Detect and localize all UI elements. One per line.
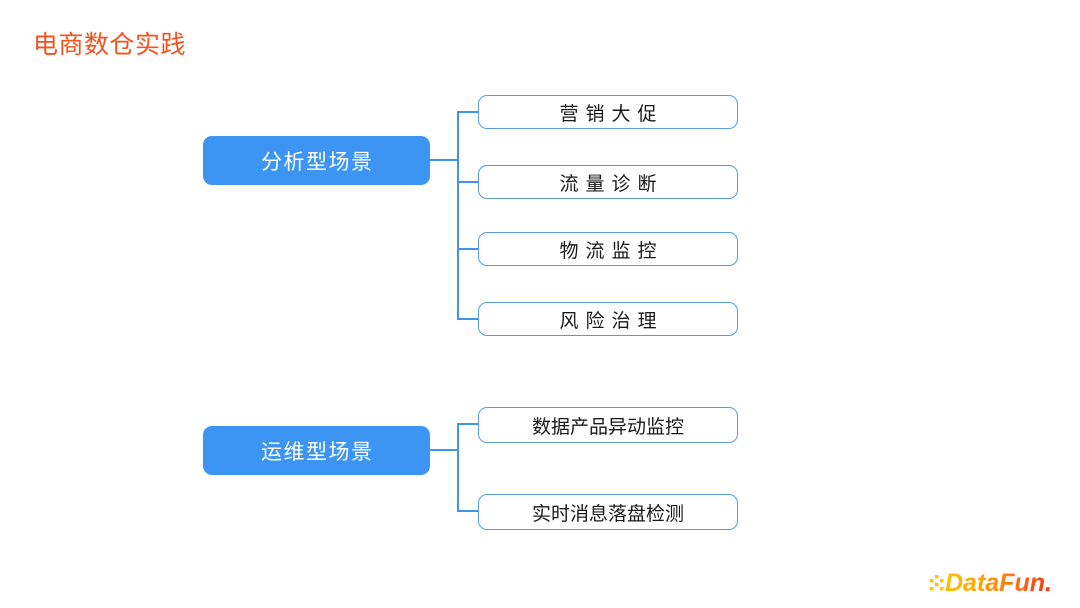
- child-node-realtime-message-landing-check[interactable]: 实时消息落盘检测: [478, 494, 738, 530]
- connector-branch-operational-2: [457, 510, 479, 512]
- connector-stub-operational: [430, 449, 459, 451]
- parent-node-operational[interactable]: 运维型场景: [203, 426, 430, 475]
- child-node-traffic-diagnosis[interactable]: 流量诊断: [478, 165, 738, 199]
- connector-trunk-operational: [457, 424, 459, 512]
- connector-branch-analytical-2: [457, 181, 479, 183]
- connector-stub-analytical: [430, 159, 459, 161]
- child-node-logistics-monitoring[interactable]: 物流监控: [478, 232, 738, 266]
- datafun-logo-text: DataFun.: [945, 569, 1052, 597]
- page-title: 电商数仓实践: [33, 31, 187, 59]
- parent-node-analytical[interactable]: 分析型场景: [203, 136, 430, 185]
- connector-trunk-analytical: [457, 112, 459, 320]
- datafun-dots-icon: [930, 575, 944, 591]
- connector-branch-analytical-3: [457, 248, 479, 250]
- connector-branch-analytical-4: [457, 318, 479, 320]
- child-node-risk-governance[interactable]: 风险治理: [478, 302, 738, 336]
- connector-branch-analytical-1: [457, 111, 479, 113]
- child-node-data-product-anomaly-monitoring[interactable]: 数据产品异动监控: [478, 407, 738, 443]
- datafun-logo: DataFun.: [930, 566, 1070, 600]
- child-node-marketing-promotion[interactable]: 营销大促: [478, 95, 738, 129]
- datafun-logo-icon: DataFun.: [930, 569, 1052, 597]
- connector-branch-operational-1: [457, 423, 479, 425]
